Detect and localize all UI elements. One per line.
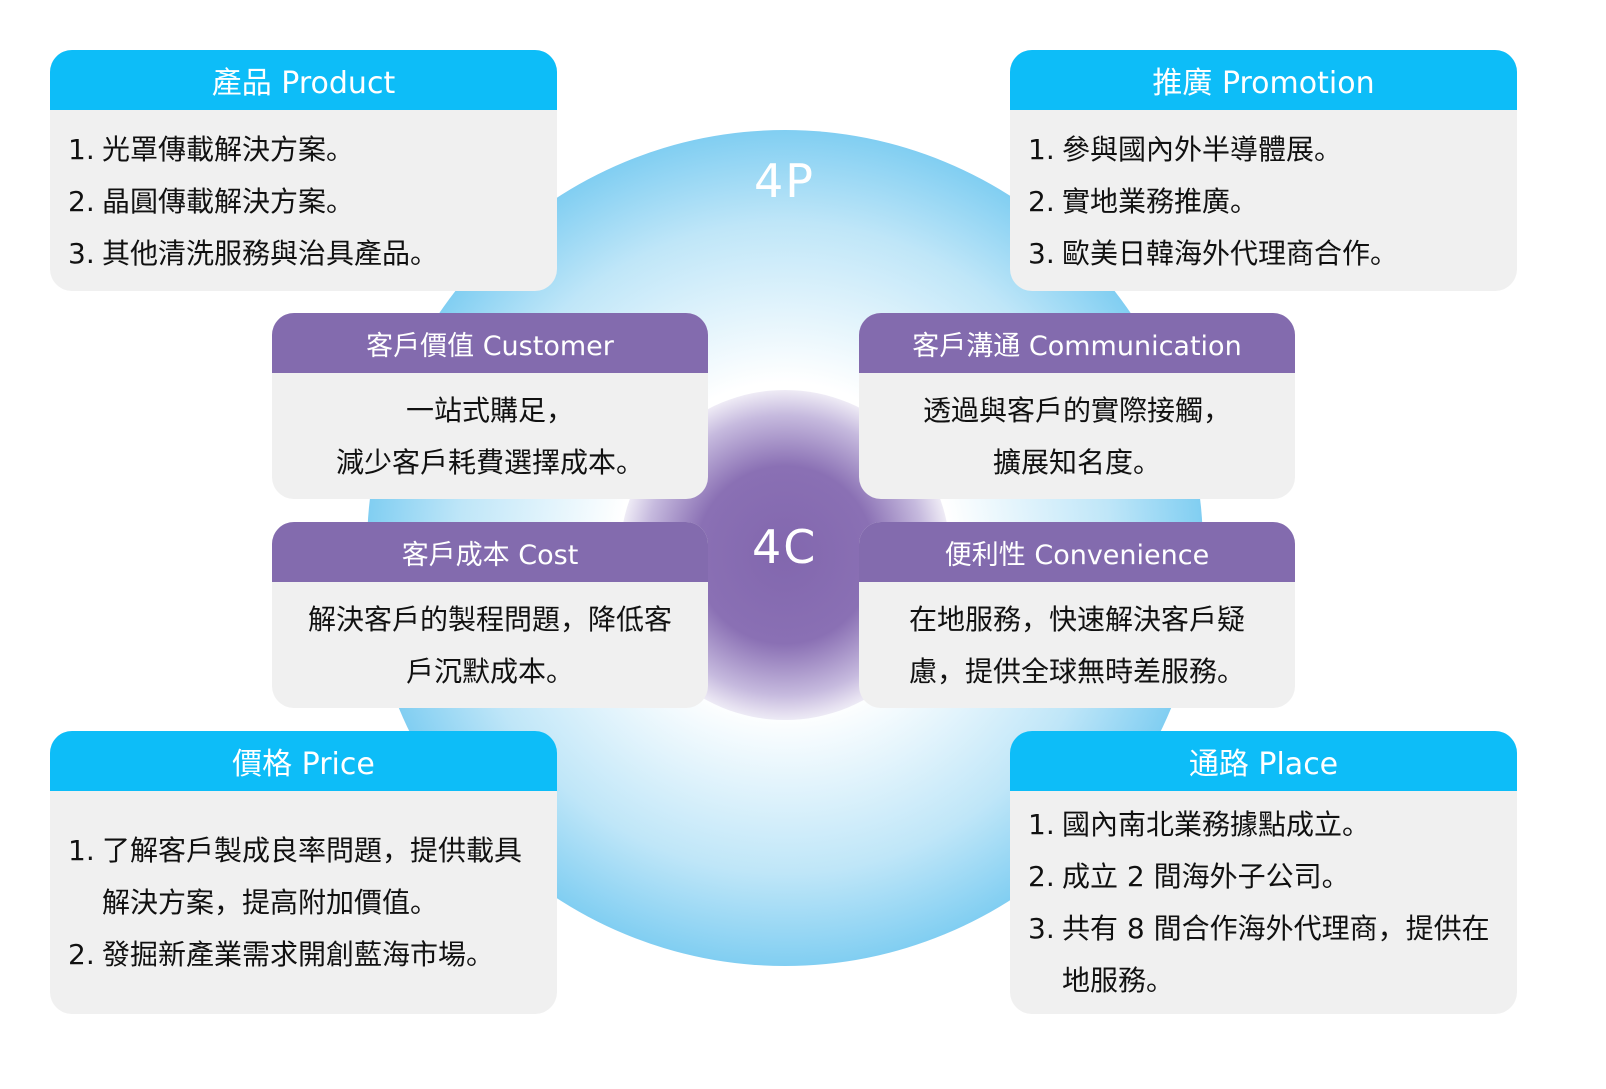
- text-line: 慮，提供全球無時差服務。: [908, 655, 1245, 688]
- item-number: 1.: [68, 834, 95, 867]
- label-4c: 4C: [752, 520, 818, 574]
- list-item: 2.成立 2 間海外子公司。: [1028, 851, 1499, 903]
- item-number: 3.: [68, 237, 95, 270]
- cost-title: 客戶成本 Cost: [272, 522, 708, 582]
- text-line: 減少客戶耗費選擇成本。: [335, 446, 644, 479]
- item-number: 2.: [1028, 860, 1055, 893]
- customer-card: 客戶價值 Customer 一站式購足， 減少客戶耗費選擇成本。: [272, 313, 708, 499]
- item-text: 光罩傳載解決方案。: [102, 133, 355, 166]
- item-number: 2.: [1028, 185, 1055, 218]
- list-item: 1.了解客戶製成良率問題，提供載具解決方案，提高附加價值。: [68, 825, 539, 929]
- convenience-card: 便利性 Convenience 在地服務，快速解決客戶疑慮，提供全球無時差服務。: [859, 522, 1295, 708]
- item-text: 了解客戶製成良率問題，提供載具解決方案，提高附加價值。: [102, 834, 523, 919]
- place-title: 通路 Place: [1010, 731, 1517, 791]
- product-title: 產品 Product: [50, 50, 557, 110]
- item-number: 3.: [1028, 912, 1055, 945]
- text-line: 擴展知名度。: [992, 446, 1161, 479]
- list-item: 2.實地業務推廣。: [1028, 176, 1499, 228]
- item-text: 共有 8 間合作海外代理商，提供在地服務。: [1062, 912, 1490, 997]
- item-number: 1.: [1028, 133, 1055, 166]
- convenience-title: 便利性 Convenience: [859, 522, 1295, 582]
- cost-card: 客戶成本 Cost 解決客戶的製程問題，降低客戶沉默成本。: [272, 522, 708, 708]
- list-item: 3.共有 8 間合作海外代理商，提供在地服務。: [1028, 903, 1499, 1007]
- list-item: 1.國內南北業務據點成立。: [1028, 799, 1499, 851]
- item-text: 其他清洗服務與治具產品。: [102, 237, 439, 270]
- list-item: 2.發掘新產業需求開創藍海市場。: [68, 929, 539, 981]
- price-card: 價格 Price 1.了解客戶製成良率問題，提供載具解決方案，提高附加價值。2.…: [50, 731, 557, 1014]
- product-card: 產品 Product 1.光罩傳載解決方案。2.晶圓傳載解決方案。3.其他清洗服…: [50, 50, 557, 291]
- item-text: 國內南北業務據點成立。: [1062, 808, 1371, 841]
- communication-title: 客戶溝通 Communication: [859, 313, 1295, 373]
- list-item: 1.光罩傳載解決方案。: [68, 124, 539, 176]
- item-text: 晶圓傳載解決方案。: [102, 185, 355, 218]
- text-line: 在地服務，快速解決客戶疑: [908, 603, 1245, 636]
- text-line: 戶沉默成本。: [405, 655, 574, 688]
- item-text: 實地業務推廣。: [1062, 185, 1259, 218]
- item-text: 發掘新產業需求開創藍海市場。: [102, 938, 495, 971]
- item-text: 歐美日韓海外代理商合作。: [1062, 237, 1399, 270]
- item-number: 1.: [68, 133, 95, 166]
- item-text: 參與國內外半導體展。: [1062, 133, 1343, 166]
- text-line: 透過與客戶的實際接觸，: [922, 394, 1231, 427]
- promotion-title: 推廣 Promotion: [1010, 50, 1517, 110]
- item-number: 2.: [68, 938, 95, 971]
- text-line: 解決客戶的製程問題，降低客: [307, 603, 672, 636]
- list-item: 2.晶圓傳載解決方案。: [68, 176, 539, 228]
- item-number: 1.: [1028, 808, 1055, 841]
- communication-card: 客戶溝通 Communication 透過與客戶的實際接觸， 擴展知名度。: [859, 313, 1295, 499]
- item-number: 3.: [1028, 237, 1055, 270]
- list-item: 3.其他清洗服務與治具產品。: [68, 228, 539, 280]
- customer-title: 客戶價值 Customer: [272, 313, 708, 373]
- label-4p: 4P: [754, 154, 816, 208]
- list-item: 1.參與國內外半導體展。: [1028, 124, 1499, 176]
- text-line: 一站式購足，: [405, 394, 574, 427]
- list-item: 3.歐美日韓海外代理商合作。: [1028, 228, 1499, 280]
- place-card: 通路 Place 1.國內南北業務據點成立。2.成立 2 間海外子公司。3.共有…: [1010, 731, 1517, 1014]
- promotion-card: 推廣 Promotion 1.參與國內外半導體展。2.實地業務推廣。3.歐美日韓…: [1010, 50, 1517, 291]
- item-text: 成立 2 間海外子公司。: [1062, 860, 1350, 893]
- item-number: 2.: [68, 185, 95, 218]
- price-title: 價格 Price: [50, 731, 557, 791]
